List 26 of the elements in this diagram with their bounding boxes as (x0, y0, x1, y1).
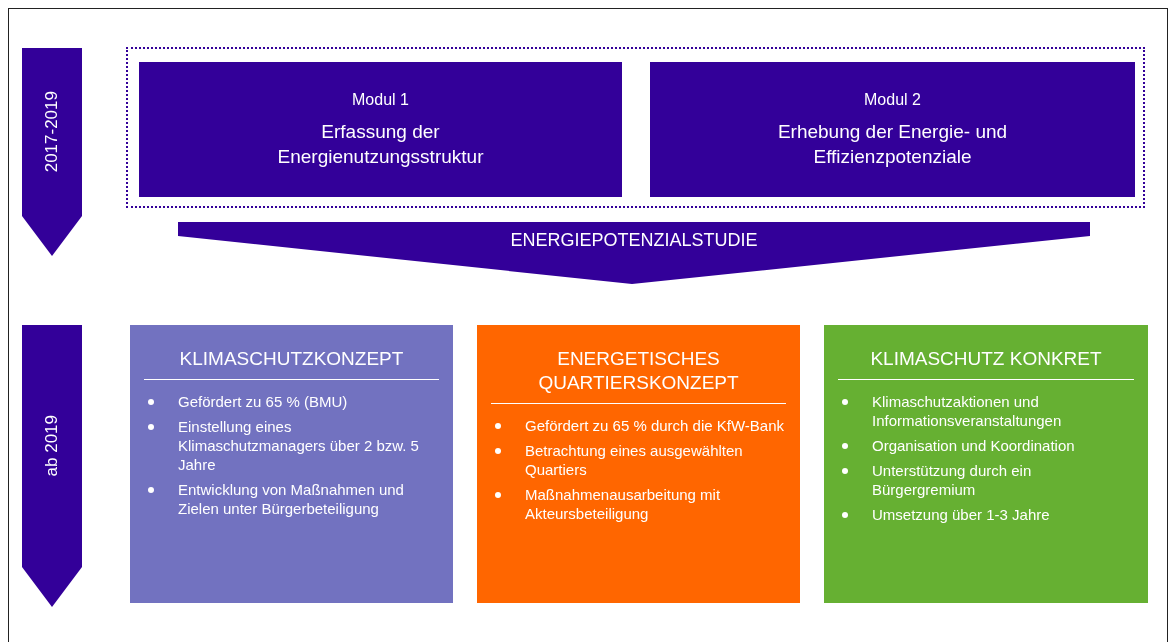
dotted-frame (126, 47, 1145, 208)
bullet-text: Klimaschutzaktionen und Informationsveranstaltungen (872, 393, 1062, 429)
module-number: Modul 1 (352, 90, 409, 109)
bullet-text: Organisation und Koordination (872, 437, 1075, 454)
card-heading: KLIMASCHUTZ KONKRET (838, 347, 1134, 380)
bullet-text: Entwicklung von Maßnahmen und Zielen unter Bürgerbeteiligung (178, 481, 404, 517)
period-label: 2017-2019 (42, 91, 62, 173)
concept-card (824, 325, 1148, 603)
module-box (650, 62, 1135, 197)
module-title: Erhebung der Energie- und Effizienzpotenziale (776, 119, 1009, 169)
banner-text: ENERGIEPOTENZIALSTUDIE (509, 230, 759, 251)
module-box (139, 62, 622, 197)
module-number: Modul 2 (864, 90, 921, 109)
card-heading: ENERGETISCHES QUARTIERSKONZEPT (491, 347, 786, 404)
concept-card (477, 325, 800, 603)
bullet-text: Einstellung eines Klimaschutzmanagers über 2 bzw. 5 Jahre (178, 418, 419, 473)
bullet-text: Gefördert zu 65 % durch die KfW-Bank (525, 417, 784, 434)
card-heading: KLIMASCHUTZKONZEPT (144, 347, 439, 380)
period-label: ab 2019 (42, 415, 62, 477)
bullet-text: Maßnahmenausarbeitung mit Akteursbeteiligung (525, 486, 721, 522)
bullet-text: Gefördert zu 65 % (BMU) (178, 393, 348, 410)
bullet-text: Betrachtung eines ausgewählten Quartiers (525, 442, 743, 478)
bullet-text: Umsetzung über 1-3 Jahre (872, 506, 1050, 523)
concept-card (130, 325, 453, 603)
module-title: Erfassung der Energienutzungsstruktur (276, 119, 485, 169)
bullet-text: Unterstützung durch ein Bürgergremium (872, 462, 1032, 498)
